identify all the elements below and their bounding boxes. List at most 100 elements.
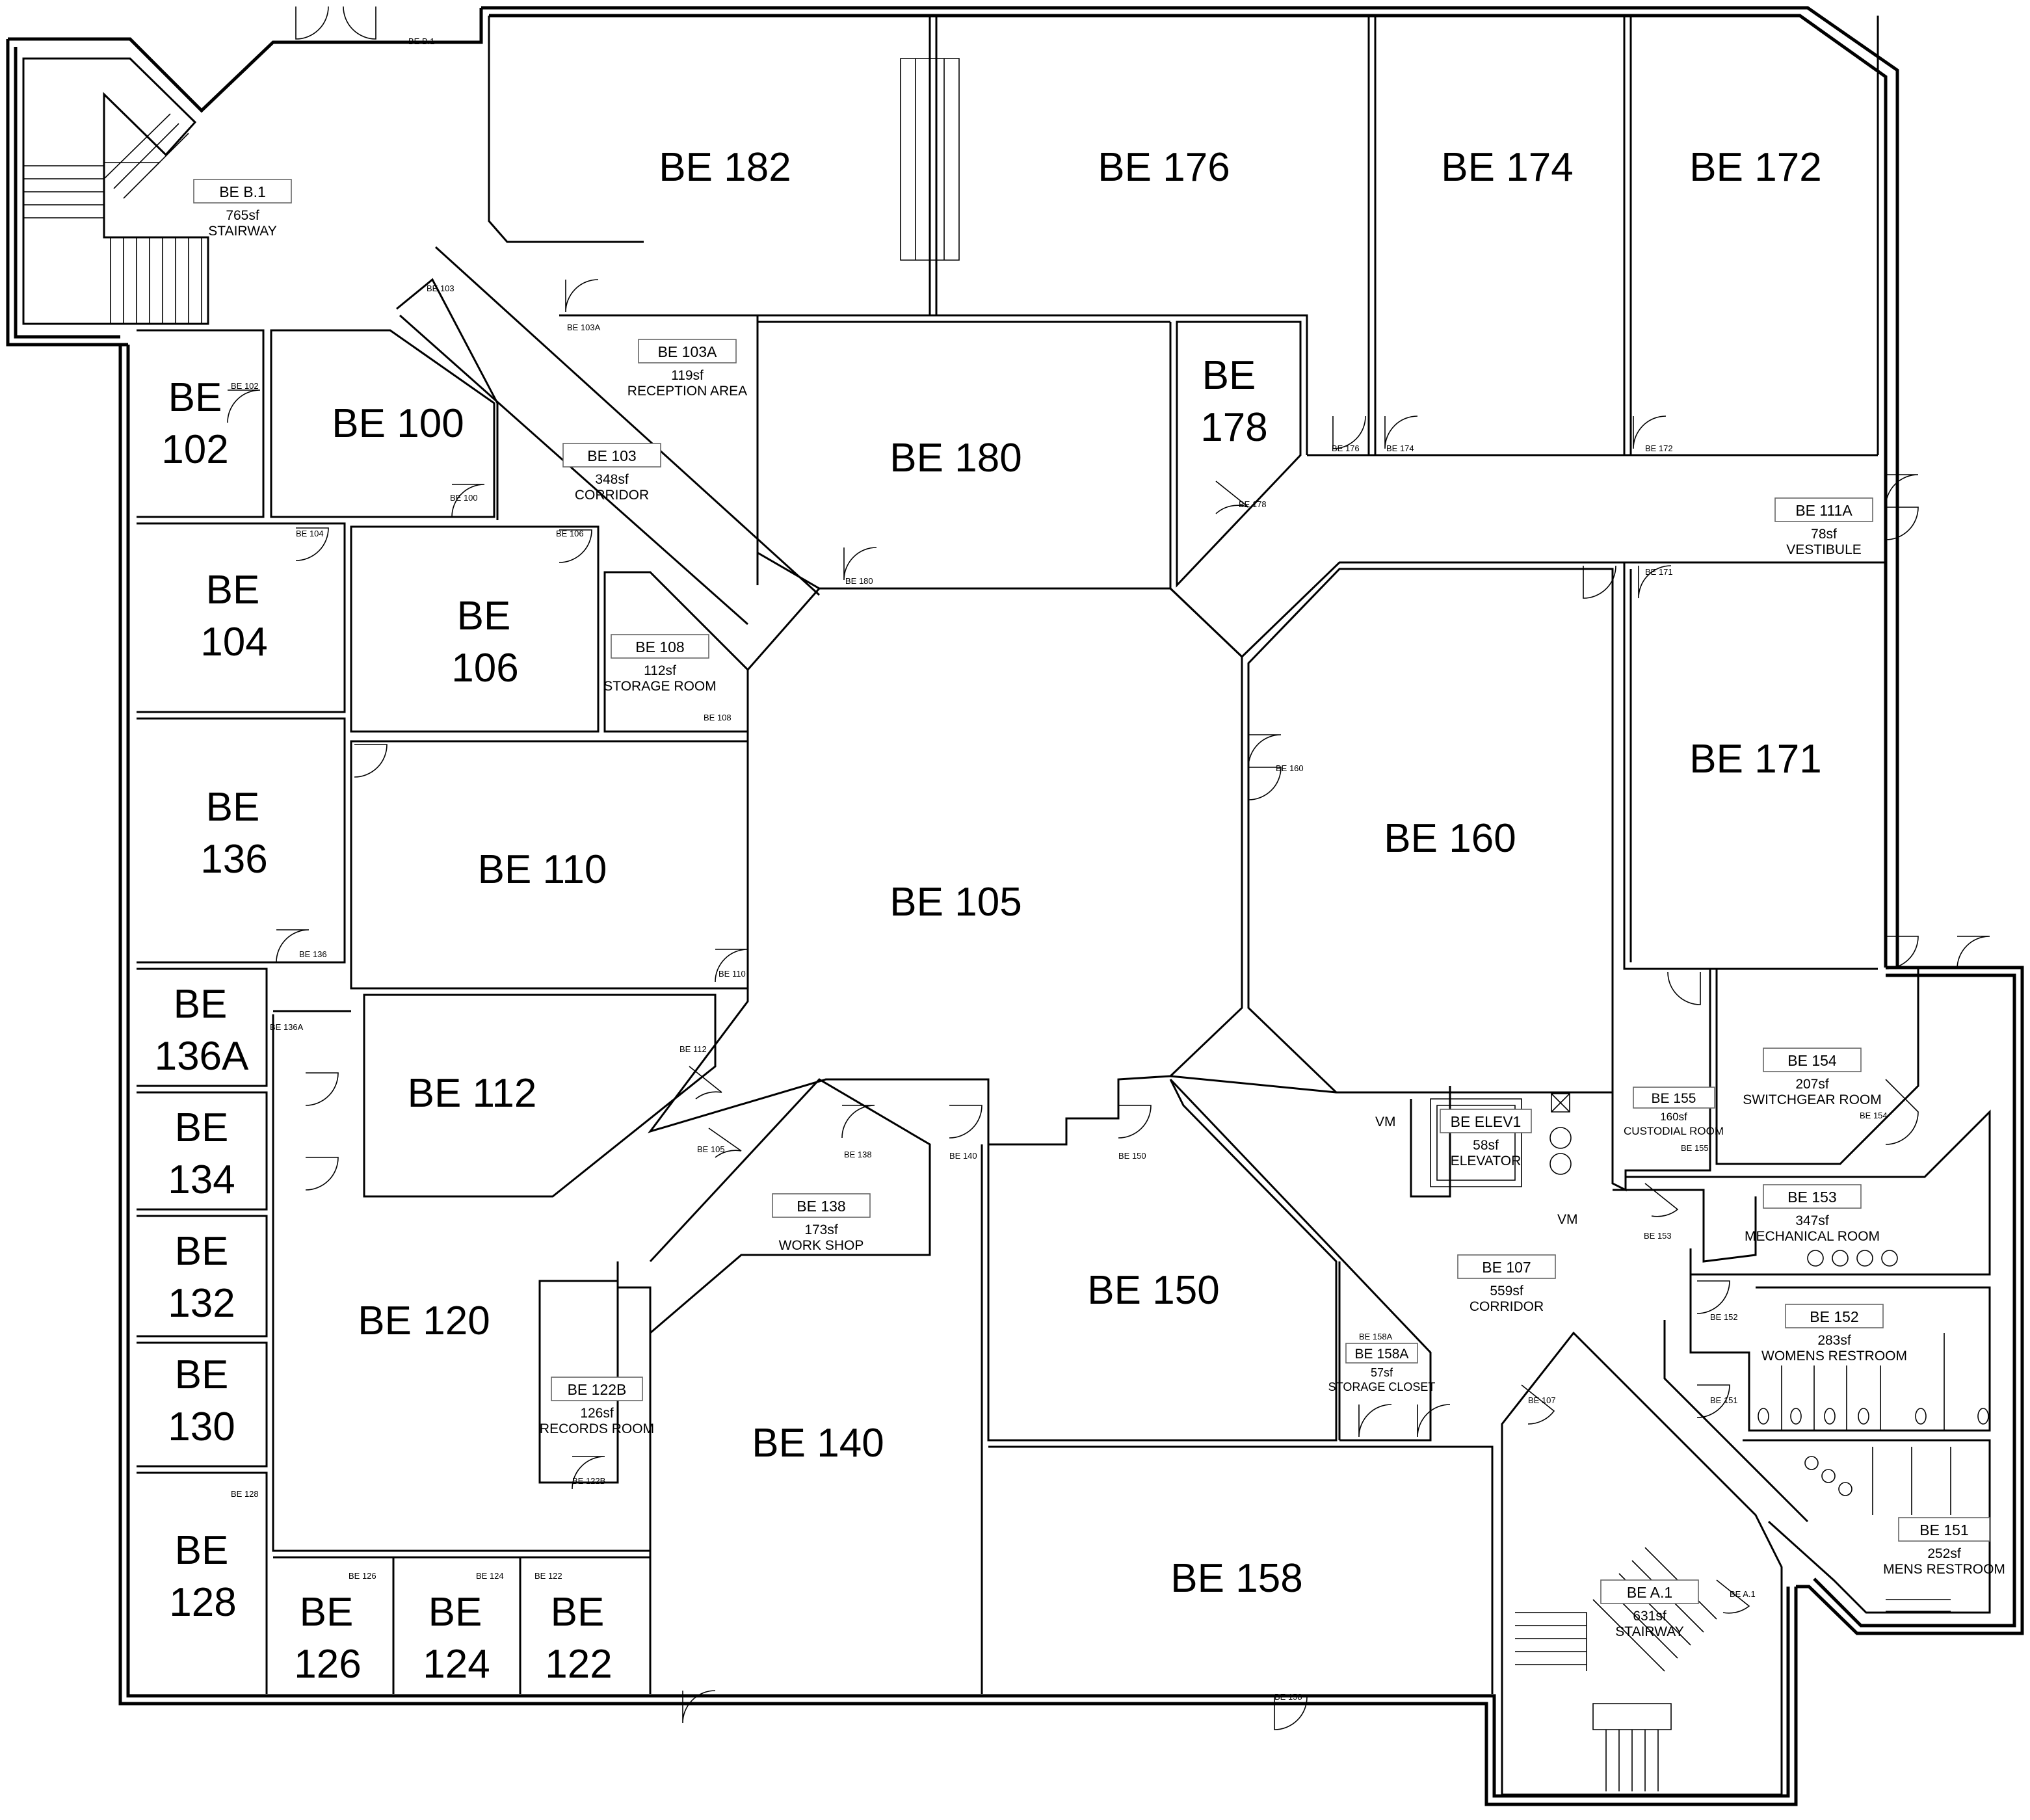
room-tag-be-elev1: BE ELEV1 58sf ELEVATOR xyxy=(1440,1109,1532,1168)
door-label: BE 122B xyxy=(572,1476,605,1486)
svg-text:MECHANICAL ROOM: MECHANICAL ROOM xyxy=(1745,1229,1880,1244)
door-label: BE B.1 xyxy=(408,36,434,46)
door-label: BE 172 xyxy=(1645,443,1673,453)
room-label-be105: BE 105 xyxy=(890,880,1022,925)
room-label-be182: BE 182 xyxy=(659,145,791,190)
room-tag-be-108: BE 108 112sf STORAGE ROOM xyxy=(603,634,717,694)
door-label: BE 136 xyxy=(299,949,327,959)
svg-text:BE 152: BE 152 xyxy=(1810,1308,1858,1325)
svg-text:57sf: 57sf xyxy=(1371,1366,1393,1379)
door-label: BE 180 xyxy=(845,576,873,586)
svg-text:BE ELEV1: BE ELEV1 xyxy=(1451,1113,1522,1130)
svg-text:STORAGE CLOSET: STORAGE CLOSET xyxy=(1328,1380,1436,1393)
room-tag-be-158a: BE 158A 57sf STORAGE CLOSET xyxy=(1328,1343,1436,1393)
svg-text:ELEVATOR: ELEVATOR xyxy=(1451,1154,1522,1168)
svg-text:BE B.1: BE B.1 xyxy=(219,183,266,200)
room-label-be140: BE 140 xyxy=(752,1421,884,1466)
svg-text:RECEPTION AREA: RECEPTION AREA xyxy=(627,384,747,399)
svg-text:BE 108: BE 108 xyxy=(635,639,684,655)
stair-a1 xyxy=(1515,1547,1717,1791)
door-label: BE 128 xyxy=(231,1489,259,1499)
svg-text:BE 153: BE 153 xyxy=(1787,1189,1836,1206)
svg-text:WOMENS RESTROOM: WOMENS RESTROOM xyxy=(1761,1349,1907,1364)
door-label: BE 102 xyxy=(231,381,259,391)
door-label: BE 104 xyxy=(296,529,324,538)
door-label: BE 108 xyxy=(704,713,732,722)
svg-text:252sf: 252sf xyxy=(1927,1546,1961,1561)
door-label: BE 112 xyxy=(679,1044,707,1054)
room-tag-be-151: BE 151 252sf MENS RESTROOM xyxy=(1883,1517,2005,1577)
door-label: BE 126 xyxy=(349,1571,376,1581)
room-label-be100: BE 100 xyxy=(332,401,464,446)
svg-text:78sf: 78sf xyxy=(1811,527,1837,542)
door-label: BE 152 xyxy=(1710,1312,1738,1322)
svg-text:STORAGE ROOM: STORAGE ROOM xyxy=(603,679,716,694)
room-tag-be-154: BE 154 207sf SWITCHGEAR ROOM xyxy=(1743,1048,1882,1107)
room-tag-be-103: BE 103 348sf CORRIDOR xyxy=(562,443,661,503)
room-label-be172: BE 172 xyxy=(1689,145,1821,190)
room-label-be174: BE 174 xyxy=(1441,145,1573,190)
svg-text:347sf: 347sf xyxy=(1795,1213,1829,1228)
exterior-walls xyxy=(6,6,2024,1806)
door-label: BE 174 xyxy=(1386,443,1414,453)
svg-text:160sf: 160sf xyxy=(1660,1111,1687,1123)
stair-b1 xyxy=(22,57,209,325)
svg-text:BE 103: BE 103 xyxy=(587,447,636,464)
door-label: BE 105 xyxy=(697,1144,725,1154)
svg-text:STAIRWAY: STAIRWAY xyxy=(1615,1624,1683,1639)
svg-text:112sf: 112sf xyxy=(644,663,676,678)
svg-text:58sf: 58sf xyxy=(1473,1138,1499,1153)
svg-text:MENS RESTROOM: MENS RESTROOM xyxy=(1883,1562,2005,1577)
room-tag-be-152: BE 152 283sf WOMENS RESTROOM xyxy=(1761,1304,1907,1364)
door-label: BE 110 xyxy=(718,969,746,979)
door-label: BE 107 xyxy=(1528,1395,1556,1405)
svg-text:VESTIBULE: VESTIBULE xyxy=(1786,542,1862,557)
door-label: BE 103 xyxy=(427,284,455,293)
svg-text:RECORDS ROOM: RECORDS ROOM xyxy=(540,1421,654,1436)
door-label: BE 100 xyxy=(450,493,478,503)
svg-text:BE 158A: BE 158A xyxy=(1355,1347,1409,1362)
svg-text:BE 111A: BE 111A xyxy=(1795,502,1852,519)
svg-text:283sf: 283sf xyxy=(1817,1333,1851,1348)
room-label-be120: BE 120 xyxy=(358,1299,490,1343)
door-label: BE 158 xyxy=(1274,1692,1302,1702)
vm-label: VM xyxy=(1375,1114,1396,1129)
room-tag-be-155: BE 155 160sf CUSTODIAL ROOM xyxy=(1624,1087,1724,1137)
door-label: BE 160 xyxy=(1276,763,1304,773)
room-tag-be-153: BE 153 347sf MECHANICAL ROOM xyxy=(1745,1184,1880,1244)
door-label: BE 106 xyxy=(556,529,584,538)
restroom-fixtures xyxy=(900,58,1989,1612)
door-label: BE 155 xyxy=(1681,1143,1709,1153)
door-label: BE A.1 xyxy=(1730,1589,1756,1599)
room-tag-be-107: BE 107 559sf CORRIDOR xyxy=(1457,1254,1556,1314)
door-label: BE 136A xyxy=(270,1022,304,1032)
door-label: BE 158A xyxy=(1359,1332,1393,1341)
svg-text:SWITCHGEAR ROOM: SWITCHGEAR ROOM xyxy=(1743,1092,1882,1107)
svg-text:BE 103A: BE 103A xyxy=(658,343,717,360)
svg-text:BE 154: BE 154 xyxy=(1787,1052,1837,1069)
svg-text:BE 107: BE 107 xyxy=(1482,1259,1531,1276)
door-label: BE 178 xyxy=(1239,499,1267,509)
room-label-be150: BE 150 xyxy=(1087,1268,1219,1313)
door-label: BE 151 xyxy=(1710,1395,1738,1405)
svg-text:BE 122B: BE 122B xyxy=(568,1381,627,1398)
door-label: BE 150 xyxy=(1118,1151,1146,1161)
room-label-be180: BE 180 xyxy=(890,436,1022,481)
door-label: BE 122 xyxy=(534,1571,562,1581)
svg-text:348sf: 348sf xyxy=(595,472,629,487)
door-label: BE 124 xyxy=(476,1571,504,1581)
door-label: BE 176 xyxy=(1332,443,1360,453)
